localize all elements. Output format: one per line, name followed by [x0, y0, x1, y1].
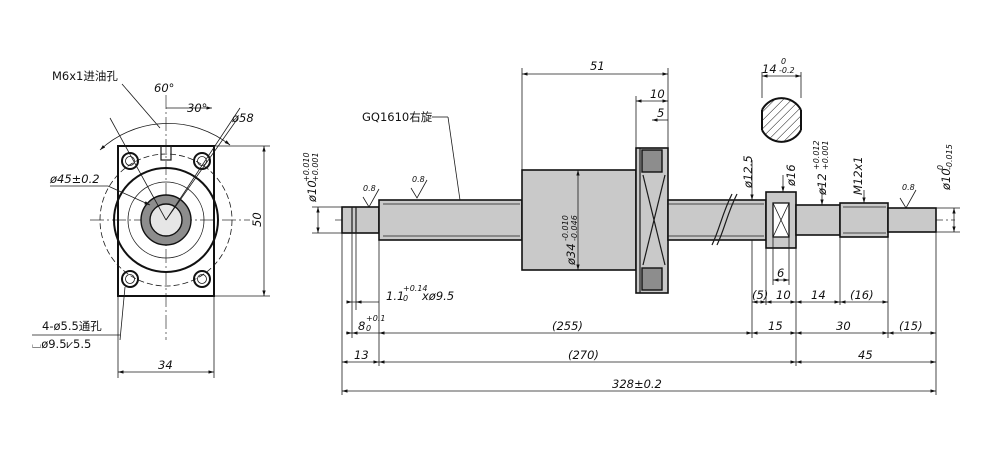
dim-15-label: 15: [768, 319, 783, 333]
dim-15p-label: (15): [899, 319, 923, 333]
bearing-seat-lower: +0.001: [821, 140, 830, 170]
holes-main-label: 4-ø5.5通孔: [42, 319, 102, 333]
angle-60-leader-right: [165, 117, 239, 221]
dim-45-label: 45: [858, 348, 873, 362]
roughness-label-1: 0.8: [363, 184, 376, 193]
nut-length-label: 51: [590, 59, 605, 73]
bearing-seat-upper: +0.012: [812, 140, 821, 170]
width-label: 34: [158, 358, 173, 372]
dim-6-label: 6: [777, 266, 784, 280]
dim-16-label: (16): [850, 288, 874, 302]
oil-hole-leader: [121, 83, 161, 129]
dim-5-label: (5): [752, 288, 768, 302]
section-view: 14 0 -0.2: [761, 57, 802, 143]
nut-dia-main: ø34: [564, 243, 578, 266]
nut-body: [521, 169, 637, 271]
flange-cross-2: [642, 174, 666, 266]
roughness-symbol-3: [899, 189, 917, 209]
collar-flat-cross-2: [772, 202, 790, 238]
bearing-seat-main: ø12: [815, 173, 829, 196]
mounting-hole-bl: [121, 270, 139, 288]
thread-label: M12x1: [851, 156, 865, 195]
section-hatch: [762, 98, 801, 142]
left-end-lower: 0: [366, 324, 371, 333]
groove-main: 1.1: [386, 289, 404, 303]
roughness-symbol-1: [362, 188, 380, 208]
flange-slot-bot: [641, 267, 663, 291]
dim-255-label: (255): [552, 319, 583, 333]
mounting-hole-tl-inner: [125, 156, 135, 166]
left-journal-dia: ø10 +0.010 +0.001: [302, 152, 320, 203]
left-end-main: 8: [358, 319, 365, 333]
angle-60-label: 60°: [154, 81, 174, 95]
break-line-2: [716, 193, 738, 246]
bearing-seat-dia: ø12 +0.012 +0.001: [812, 140, 830, 196]
flange-outline-circle: [99, 153, 233, 287]
left-journal: [341, 206, 380, 234]
roughness-symbol-2: [410, 179, 428, 199]
right-journal: [887, 207, 937, 233]
right-journal-main: ø10: [939, 168, 953, 191]
section-arcs: [761, 97, 802, 143]
bearing-seat: [795, 204, 841, 236]
right-journal-dia: ø10 0 -0.015: [936, 144, 954, 191]
right-journal-lower: -0.015: [945, 144, 954, 170]
groove-dia: xø9.5: [421, 289, 454, 303]
mounting-holes: [121, 152, 211, 288]
dim-270-label: (270): [568, 348, 599, 362]
mounting-hole-br-inner: [197, 274, 207, 284]
dim-10-label: 10: [776, 288, 791, 302]
holes-leader: [119, 286, 126, 341]
flange-thick-label: 10: [650, 87, 665, 101]
screw-dia-label: ø12.5: [741, 155, 755, 189]
oil-hole-label: M6x1进油孔: [52, 69, 118, 83]
dim-30-label: 30: [836, 319, 851, 333]
threaded-end: [839, 202, 889, 238]
left-journal-upper: +0.010: [302, 152, 311, 182]
mounting-hole-bl-inner: [125, 274, 135, 284]
height-label: 50: [250, 212, 264, 227]
break-line-1: [711, 193, 733, 246]
left-end-upper: +0.1: [366, 314, 385, 323]
model-leader: [447, 116, 461, 201]
left-journal-main: ø10: [305, 180, 319, 203]
section-width-upper: 0: [781, 57, 786, 66]
nut-dia-lower: -0.046: [570, 215, 579, 241]
groove-lower: 0: [403, 294, 408, 303]
left-journal-lower: +0.001: [311, 152, 320, 182]
flange-view: M6x1进油孔 60° 30° ø58 ø45±0.2 50 4-ø5.5通孔 …: [32, 69, 270, 378]
flange-nut-circle: [113, 167, 219, 273]
collar-dia-label: ø16: [784, 164, 798, 187]
groove-upper: +0.14: [403, 284, 428, 293]
nut-dia-upper: -0.010: [561, 215, 570, 241]
screw-shaft-left: [378, 199, 523, 241]
section-width-main: 14: [762, 62, 777, 76]
total-length-label: 328±0.2: [612, 377, 662, 391]
nut-dia: ø34 -0.010 -0.046: [561, 215, 579, 266]
section-width-lower: -0.2: [779, 66, 795, 75]
flange-pitch-circle: [127, 181, 205, 259]
dim-13-label: 13: [354, 348, 369, 362]
mounting-hole-br: [193, 270, 211, 288]
right-journal-upper: 0: [936, 165, 945, 170]
bore-dia-label: ø45±0.2: [49, 172, 100, 186]
dim-14-label: 14: [811, 288, 826, 302]
flange-face-label: 5: [657, 106, 664, 120]
angle-60-arc: [99, 122, 231, 151]
angle-60-leader-left: [109, 117, 167, 221]
shaft-view: 51 10 5 GQ1610右旋 0.8 0.8 0.8 ø10 +0.010 …: [302, 59, 960, 395]
roughness-label-3: 0.8: [902, 183, 915, 192]
holes-cbore-label: ⌴ø9.5⩗5.5: [32, 337, 91, 351]
mounting-hole-tl: [121, 152, 139, 170]
bolt-circle-leader: [165, 107, 241, 221]
flange-slot-top: [641, 149, 663, 173]
angle-30-label: 30°: [187, 101, 207, 115]
bolt-circle-label: ø58: [231, 111, 254, 125]
screw-model-label: GQ1610右旋: [362, 110, 433, 124]
roughness-marks: 0.8 0.8 0.8: [362, 175, 917, 209]
bore-leader: [107, 185, 151, 206]
roughness-label-2: 0.8: [412, 175, 425, 184]
